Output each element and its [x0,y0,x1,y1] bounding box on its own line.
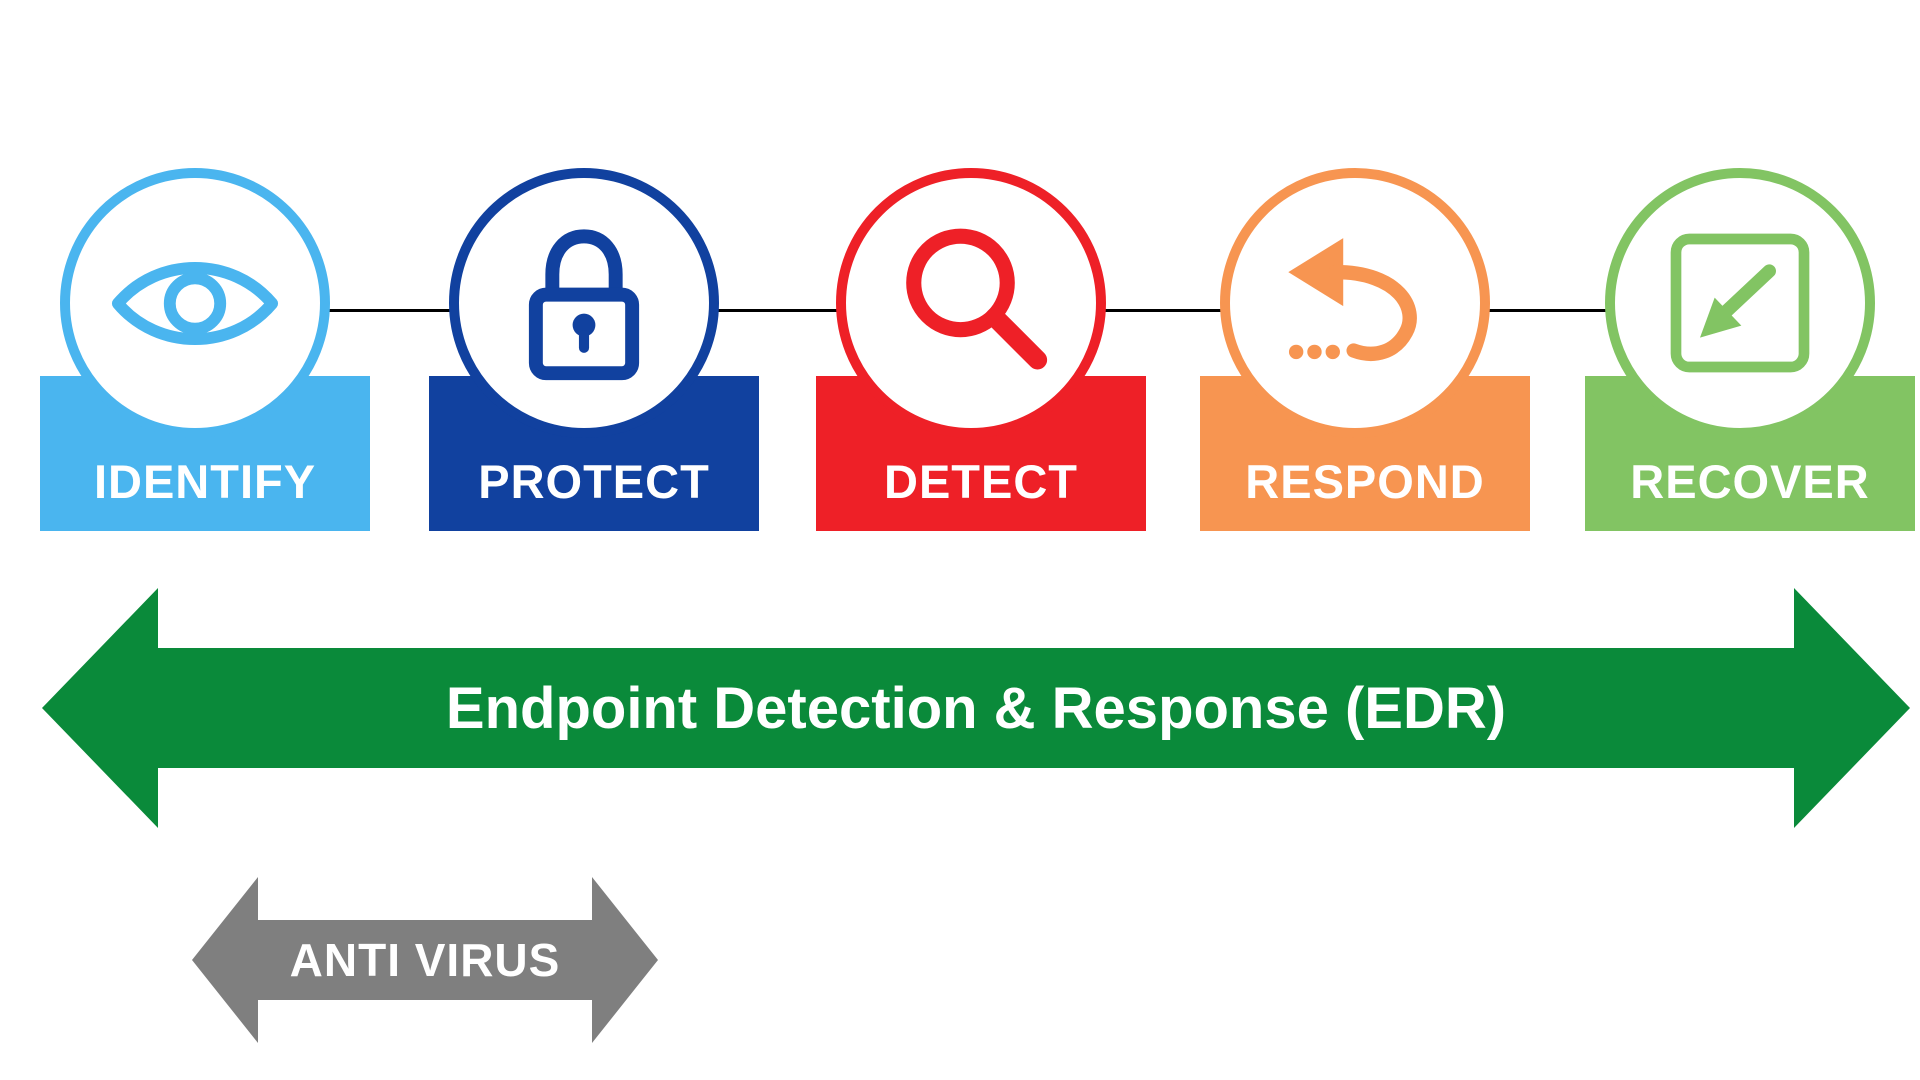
padlock-icon [528,228,640,380]
stage-detect-label: DETECT [884,455,1078,508]
edr-double-arrow-shape [42,588,1910,828]
stage-recover: RECOVER [1585,168,1915,531]
eye-icon [111,261,279,345]
stage-recover-label: RECOVER [1630,455,1870,508]
stage-protect-box: PROTECT [429,376,759,531]
stage-detect: DETECT [816,168,1146,531]
stage-recover-circle [1605,168,1875,438]
stage-protect: PROTECT [429,168,759,531]
stage-detect-circle [836,168,1106,438]
edr-arrow: Endpoint Detection & Response (EDR) [40,586,1912,830]
undo-arrow-icon [1288,237,1417,361]
stage-respond-label: RESPOND [1245,455,1485,508]
restore-arrow-icon [1670,233,1810,373]
stage-protect-circle [449,168,719,438]
magnifier-icon [905,228,1047,369]
edr-arrow-label: Endpoint Detection & Response (EDR) [445,675,1507,741]
stage-identify: IDENTIFY [40,168,370,531]
stage-protect-label: PROTECT [478,455,710,508]
stage-respond-box: RESPOND [1200,376,1530,531]
antivirus-double-arrow-shape [192,877,658,1043]
stage-identify-circle [60,168,330,438]
antivirus-arrow: ANTI VIRUS [190,875,660,1045]
stage-respond: RESPOND [1200,168,1530,531]
stage-identify-label: IDENTIFY [93,455,317,508]
antivirus-arrow-polygon [192,877,658,1043]
edr-arrow-polygon [42,588,1910,828]
stage-respond-circle [1220,168,1490,438]
stage-identify-box: IDENTIFY [40,376,370,531]
antivirus-arrow-label: ANTI VIRUS [289,934,561,986]
